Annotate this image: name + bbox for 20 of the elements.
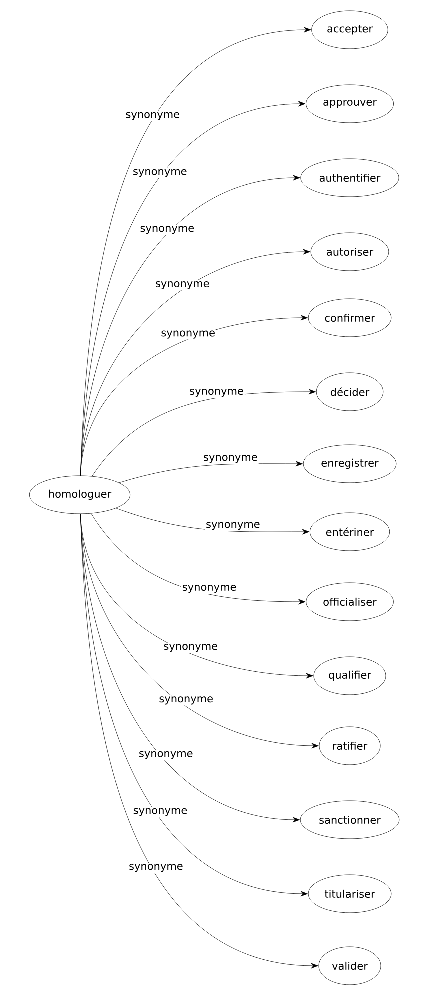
edge-label: synonyme [124, 111, 182, 122]
edge-label: synonyme [132, 807, 189, 818]
edge-label: synonyme [158, 696, 215, 706]
edge-label: synonyme [202, 454, 259, 464]
edge-label: synonyme [139, 225, 196, 236]
arrow [92, 389, 316, 477]
edge-label: synonyme [188, 388, 245, 398]
edge-label: synonyme [154, 280, 211, 291]
edge-label: synonyme [205, 521, 262, 532]
edge-label: synonyme [160, 330, 216, 340]
edge-label: synonyme [132, 168, 188, 178]
edge-label: synonyme [181, 584, 238, 594]
edge-label: synonyme [128, 863, 184, 874]
edge-label: synonyme [162, 643, 220, 654]
arrow [80, 514, 318, 969]
arrow [119, 461, 303, 484]
arrow [80, 315, 308, 476]
arrow [116, 508, 310, 535]
arrow [91, 514, 306, 605]
edge-label: synonyme [138, 750, 194, 760]
